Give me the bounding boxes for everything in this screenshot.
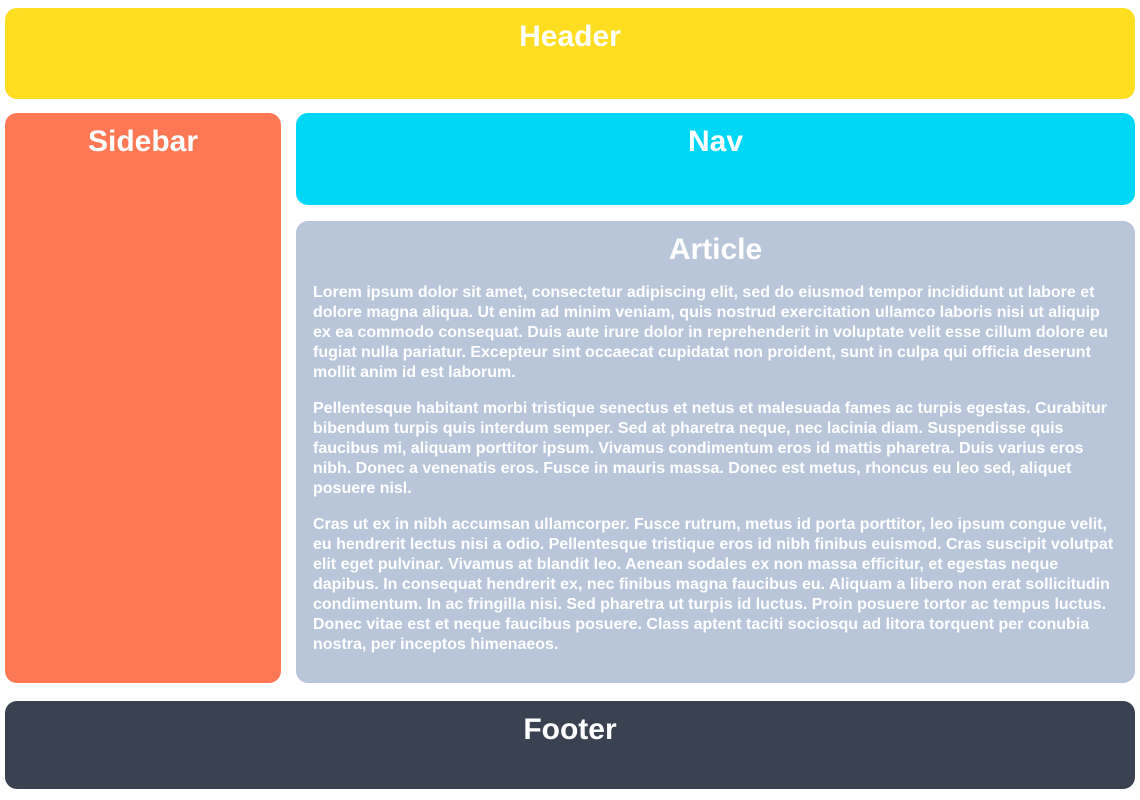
article-title: Article bbox=[668, 233, 763, 266]
page: Header Sidebar Nav Article Lorem ipsum d… bbox=[5, 8, 1135, 789]
article: Article Lorem ipsum dolor sit amet, cons… bbox=[296, 221, 1135, 683]
article-paragraph-3: Cras ut ex in nibh accumsan ullamcorper.… bbox=[313, 516, 1114, 653]
header-title: Header bbox=[519, 20, 621, 53]
footer-title: Footer bbox=[523, 713, 617, 746]
footer: Footer bbox=[5, 701, 1135, 789]
sidebar: Sidebar bbox=[5, 113, 281, 683]
article-paragraph-1: Lorem ipsum dolor sit amet, consectetur … bbox=[313, 284, 1108, 381]
content-row: Sidebar Nav Article Lorem ipsum dolor si… bbox=[5, 113, 1135, 683]
nav: Nav bbox=[296, 113, 1135, 205]
sidebar-title: Sidebar bbox=[87, 125, 199, 158]
article-paragraph-2: Pellentesque habitant morbi tristique se… bbox=[313, 400, 1108, 497]
nav-title: Nav bbox=[687, 125, 744, 158]
header: Header bbox=[5, 8, 1135, 99]
main-column: Nav Article Lorem ipsum dolor sit amet, … bbox=[296, 113, 1135, 683]
